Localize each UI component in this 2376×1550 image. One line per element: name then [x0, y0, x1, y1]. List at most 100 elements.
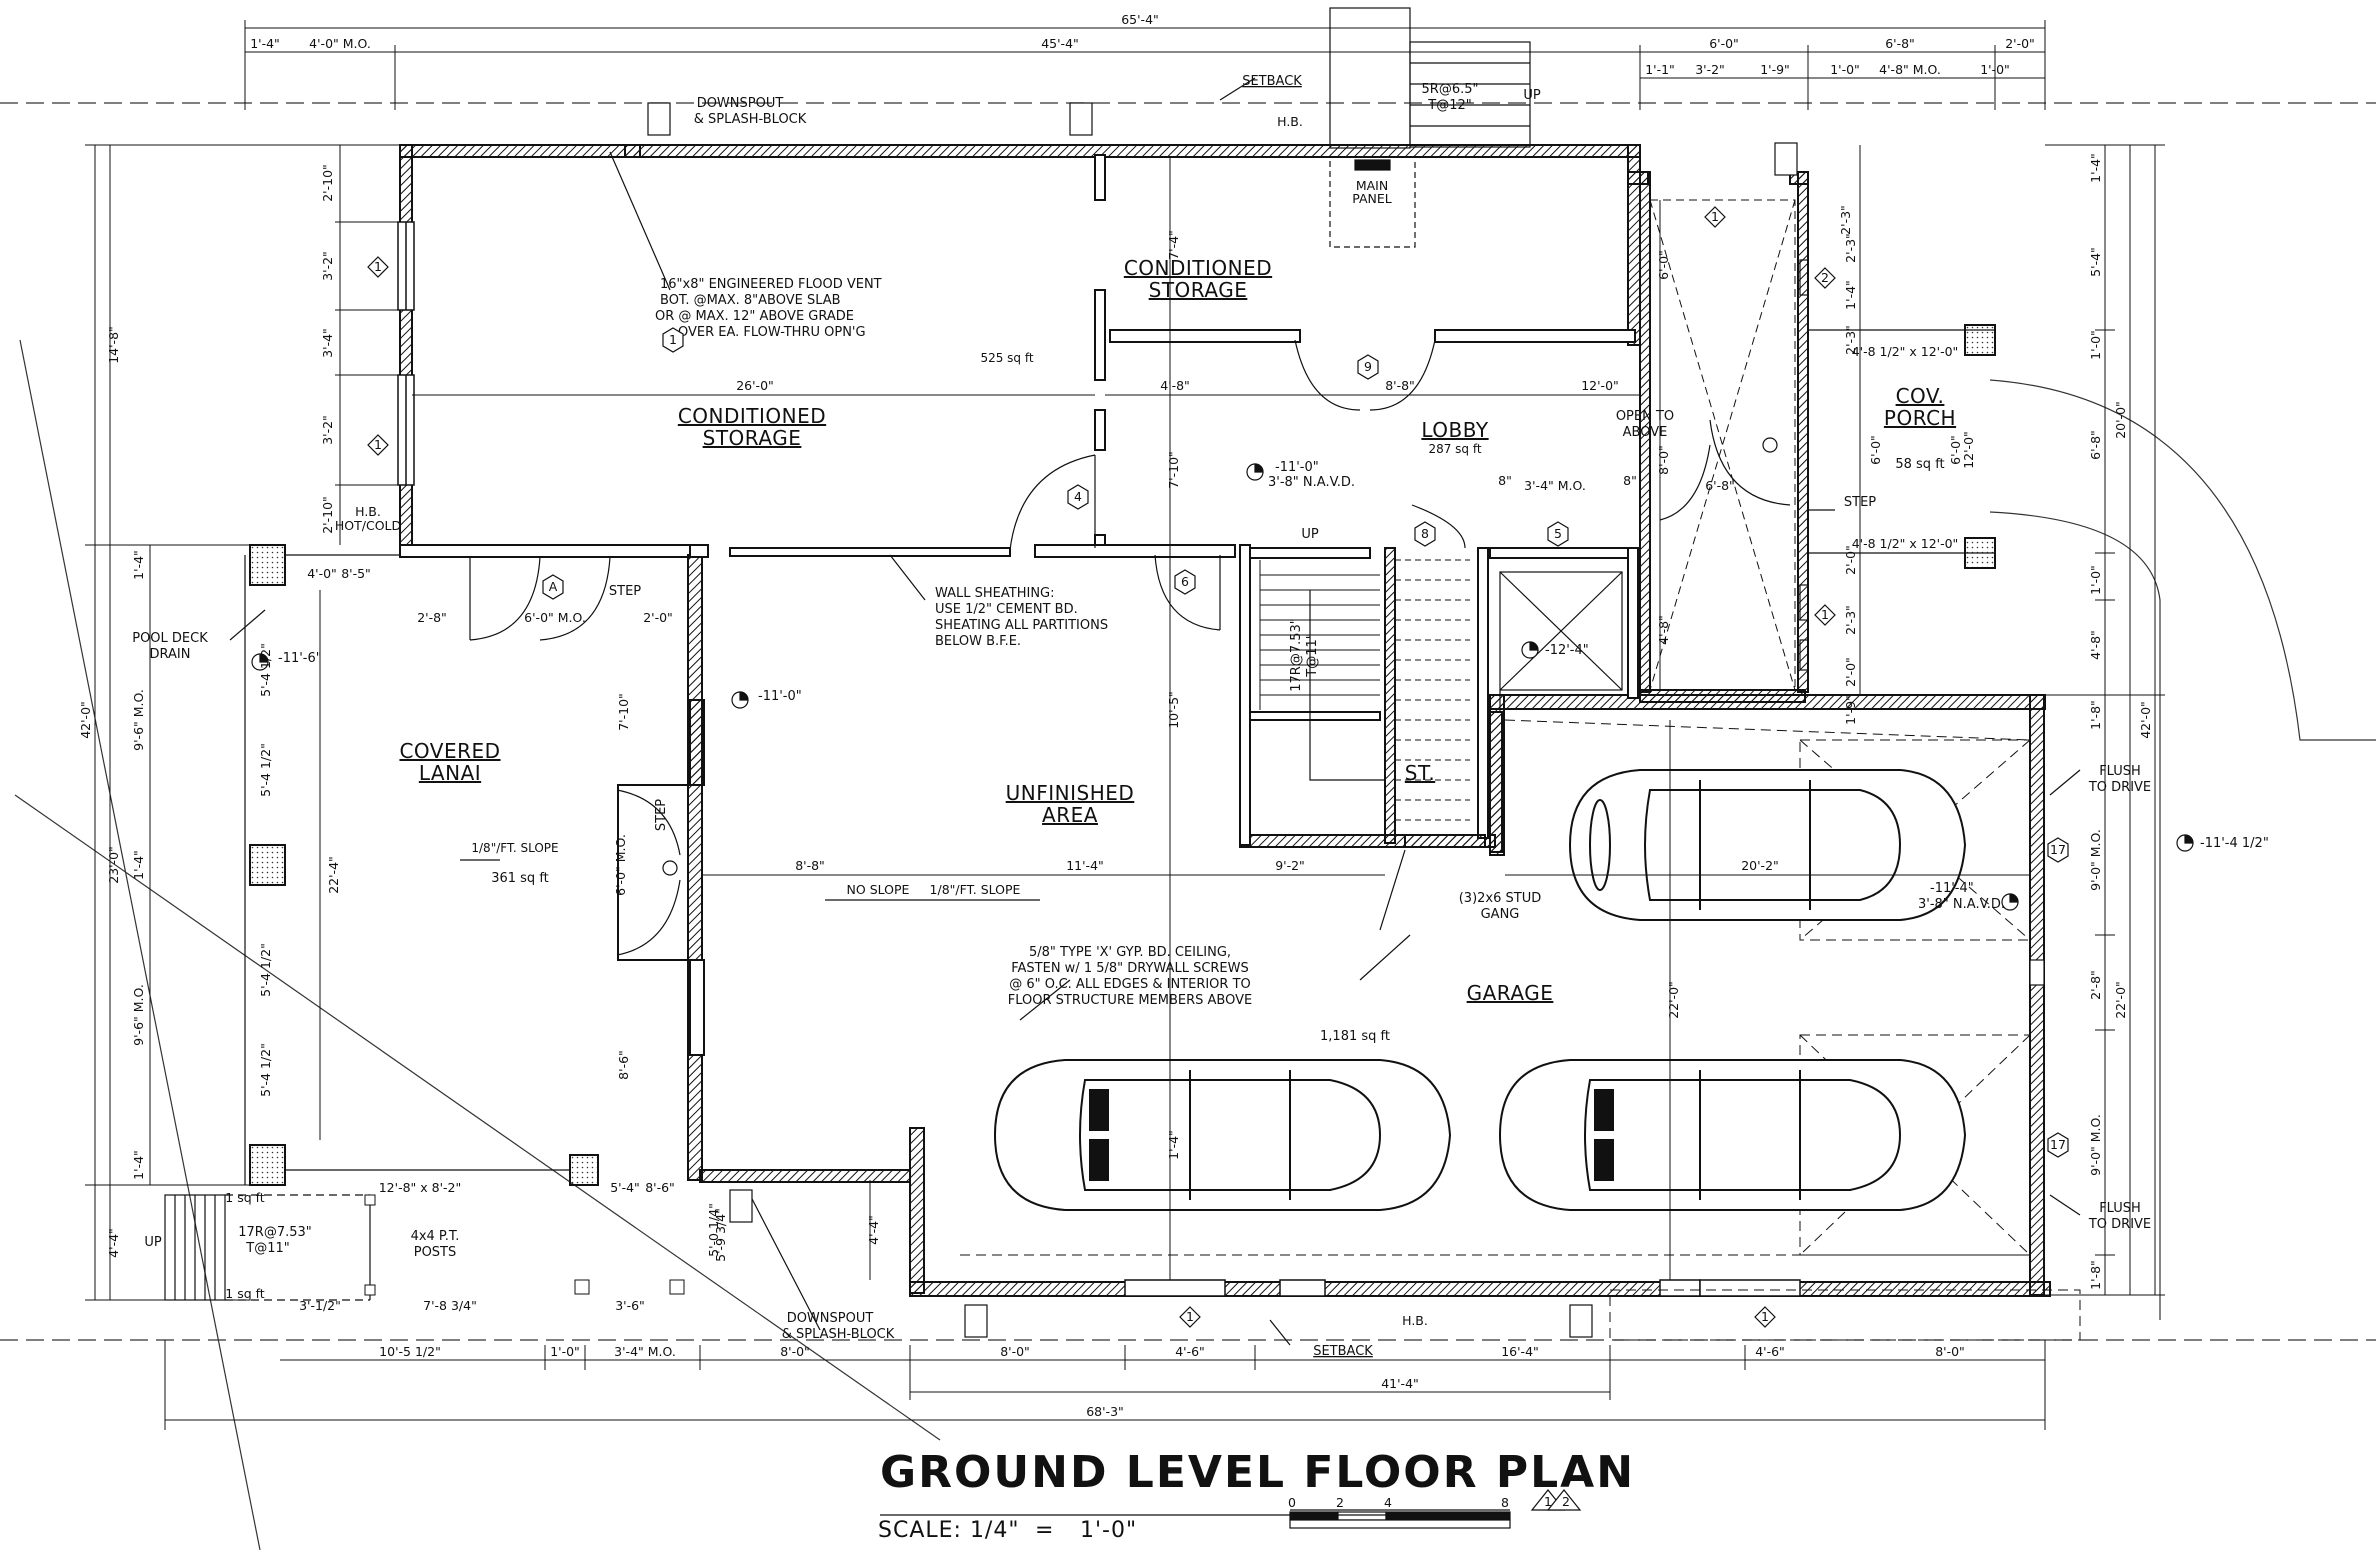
leader-lines — [229, 77, 2081, 1346]
dim-right-col-5: 2'-3" — [1843, 233, 1858, 263]
dim-lobby-side-3: 4'-8" — [1656, 615, 1671, 645]
note-flush-drive-bottom-1: FLUSH — [2099, 1201, 2141, 1216]
dim-window-2: 3'-4" — [320, 328, 335, 358]
drawing-title: GROUND LEVEL FLOOR PLAN — [880, 1447, 1635, 1498]
downspouts — [647, 102, 2045, 1338]
porch-elements — [1799, 259, 1995, 671]
dim-left-overall: 42'-0" — [78, 701, 93, 739]
dim-top-2: 45'-4" — [1041, 36, 1079, 51]
dim-left-col-0: 1'-4" — [131, 550, 146, 580]
dim-right-outer-9: 9'-0" M.O. — [2088, 1114, 2103, 1176]
note-pool-deck-drain-1: POOL DECK — [132, 631, 208, 646]
dim-right-col-1: 2'-3" — [1843, 605, 1858, 635]
note-hb-hot-cold-2: HOT/COLD — [335, 518, 401, 533]
room-unfinished-line1: UNFINISHED — [1006, 781, 1135, 805]
setback-lines — [0, 102, 2376, 1341]
note-flood-vent-3: OR @ MAX. 12" ABOVE GRADE — [655, 309, 854, 324]
dim-interior-9-2: 9'-2" — [1275, 858, 1305, 873]
note-stair-riser-1: 17R@7.53" — [1289, 618, 1304, 692]
dim-interior-1-4: 1'-4" — [1166, 1130, 1181, 1160]
room-storage-upper-line2: STORAGE — [1149, 278, 1248, 302]
dim-lobby-side-2: 6'-8" — [1705, 478, 1735, 493]
scale-bar-tick-2: 2 — [1336, 1495, 1344, 1510]
note-setback-top: SETBACK — [1242, 74, 1302, 89]
note-flush-drive-top-2: TO DRIVE — [2088, 780, 2151, 795]
dim-bottom-lanai-0: 3'-1/2" — [299, 1298, 341, 1313]
sheet-ref-1: 1 — [1544, 1494, 1552, 1509]
dim-top2-3: 1'-0" — [1830, 62, 1860, 77]
dim-lobby-small-1: 3'-4" M.O. — [1524, 478, 1586, 493]
door-tags — [542, 327, 2069, 1158]
scale-bar-tick-8: 8 — [1501, 1495, 1509, 1510]
dim-interior-12: 12'-0" — [1581, 378, 1619, 393]
elev-lobby-2: 3'-8" N.A.V.D. — [1268, 475, 1355, 490]
dim-bottom-small-2: 8'-6" — [645, 1180, 675, 1195]
site-boundary — [14, 339, 2376, 1550]
sheet-ref-2: 2 — [1562, 1494, 1570, 1509]
porch-open-above — [1649, 199, 1796, 691]
dim-lobby-side-0: 6'-0" — [1656, 250, 1671, 280]
dim-porch-small-0: 6'-0" — [1948, 435, 1963, 465]
note-unf-slope: 1/8"/FT. SLOPE — [930, 882, 1021, 897]
main-panel-line1: MAIN — [1356, 178, 1388, 193]
door-tag-17a: 17 — [2050, 842, 2066, 857]
scale-bar-tick-0: 0 — [1288, 1495, 1296, 1510]
note-wall-sheathing-4: BELOW B.F.E. — [935, 634, 1021, 649]
note-flood-vent-2: BOT. @MAX. 8"ABOVE SLAB — [660, 293, 841, 308]
dim-top-0: 1'-4" — [250, 36, 280, 51]
note-wall-sheathing-2: USE 1/2" CEMENT BD. — [935, 602, 1078, 617]
dim-interior-4-4: 4'-4" — [866, 1215, 881, 1245]
note-step-lanai-top: STEP — [609, 584, 641, 599]
dim-bottom-5: 4'-6" — [1175, 1344, 1205, 1359]
note-stair-riser-2: T@11" — [1305, 633, 1320, 677]
dim-lobby-small-0: 8" — [1498, 473, 1512, 488]
car-bottom-left — [993, 1059, 1452, 1211]
dim-bottom-8: 8'-0" — [1935, 1344, 1965, 1359]
room-porch-line2: PORCH — [1884, 406, 1956, 430]
dim-right-col-3: 2'-0" — [1843, 545, 1858, 575]
lobby-shaft — [1499, 571, 1623, 712]
dim-lobby-side-4: 6'-0" — [1868, 435, 1883, 465]
dim-bottom-0: 10'-5 1/2" — [379, 1344, 441, 1359]
car-top — [1568, 769, 1967, 921]
note-pool-deck-drain-2: DRAIN — [150, 647, 191, 662]
note-gyp-ceiling-1: 5/8" TYPE 'X' GYP. BD. CEILING, — [1029, 945, 1231, 960]
flood-vent-tag: 1 — [669, 332, 677, 347]
room-lobby-area: 287 sq ft — [1428, 442, 1481, 456]
note-wall-sheathing-3: SHEATING ALL PARTITIONS — [935, 618, 1108, 633]
room-porch-area: 58 sq ft — [1895, 457, 1944, 472]
note-flush-drive-bottom-2: TO DRIVE — [2088, 1217, 2151, 1232]
dim-right-outer-8: 2'-8" — [2088, 970, 2103, 1000]
dim-left-small-0: 5'-4 1/2" — [258, 643, 273, 697]
window-tags — [367, 206, 1836, 1328]
room-garage-area: 1,181 sq ft — [1320, 1029, 1390, 1044]
door-tag-4: 4 — [1074, 489, 1082, 504]
dim-lobby-side-5: 2'-3" — [1838, 205, 1853, 235]
dim-lanai-step: 2'-0" — [643, 610, 673, 625]
note-hb-bottom: H.B. — [1402, 1313, 1428, 1328]
dim-porch-small-1: 12'-0" — [1961, 431, 1976, 469]
dim-lanai-22: 22'-4" — [326, 856, 341, 894]
dim-top-1: 4'-0" M.O. — [309, 36, 371, 51]
door-swings — [469, 339, 1791, 956]
dim-right-outer-2: 1'-0" — [2088, 330, 2103, 360]
dim-left-col-1: 9'-6" M.O. — [131, 689, 146, 751]
dim-bottom-small-3: 5'-0 1/4" — [706, 1203, 721, 1257]
dim-bottom-overall: 68'-3" — [1086, 1404, 1124, 1419]
note-gyp-ceiling-2: FASTEN w/ 1 5/8" DRYWALL SCREWS — [1011, 961, 1249, 976]
dim-lanai-corner-1: 8'-5" — [341, 566, 371, 581]
note-downspout-top-1: DOWNSPOUT — [697, 96, 784, 111]
dim-right-col-2: 2'-3" — [1843, 325, 1858, 355]
note-hb-top: H.B. — [1277, 114, 1303, 129]
dim-left-b: 23'-0" — [106, 846, 121, 884]
elev-drive: -11'-4 1/2" — [2200, 836, 2269, 851]
scale-bar-tick-4: 4 — [1384, 1495, 1392, 1510]
dim-left-small-2: 5'-4 1/2" — [258, 943, 273, 997]
door-tag-17b: 17 — [2050, 1137, 2066, 1152]
note-sqft-small: 1 sq ft — [225, 1190, 265, 1205]
elev-unfinished: -11'-0" — [758, 689, 802, 704]
elev-garage-1: -11'-4" — [1930, 881, 1974, 896]
room-lanai-line2: LANAI — [419, 761, 481, 785]
window-tag-2: 1 — [374, 437, 382, 452]
dim-left-col-3: 9'-6" M.O. — [131, 984, 146, 1046]
